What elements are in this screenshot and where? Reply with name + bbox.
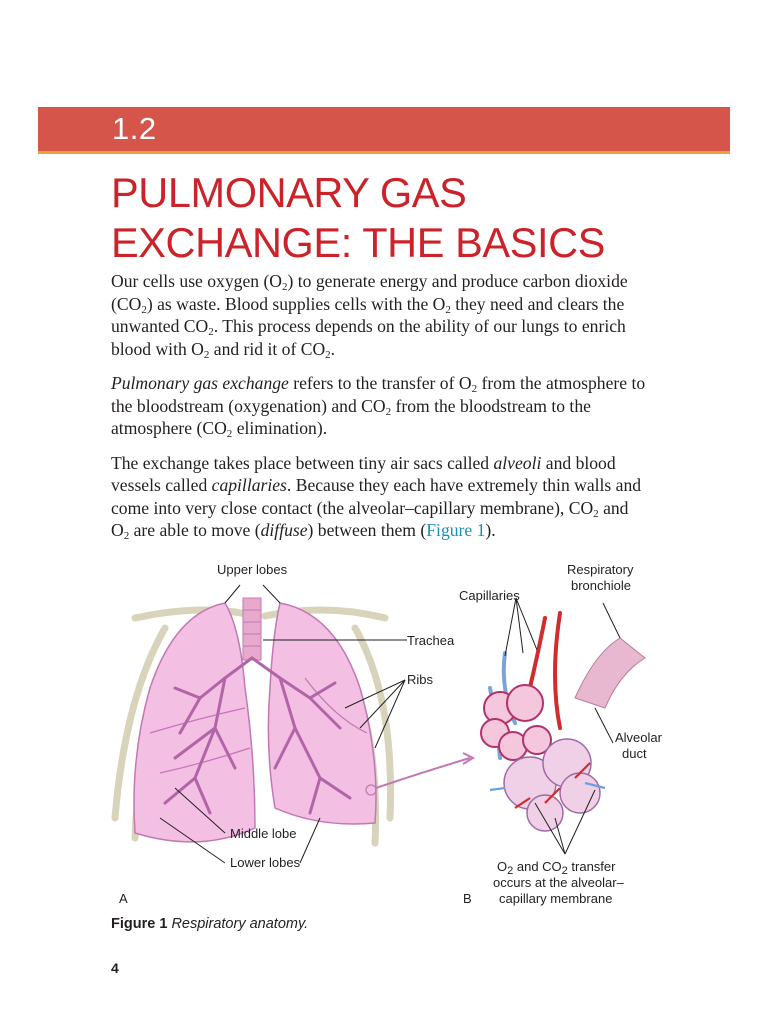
label-middle-lobe: Middle lobe (230, 826, 297, 841)
respiratory-anatomy-figure: Upper lobes Trachea Ribs Middle lobe Low… (105, 558, 705, 908)
label-panel-b: B (463, 891, 472, 906)
label-alveolar-duct-1: Alveolar (615, 730, 662, 745)
caption-text: Respiratory anatomy. (171, 916, 309, 932)
title-line-1: PULMONARY GAS (111, 169, 467, 216)
bronchial-tree (163, 656, 352, 815)
figure-1-link[interactable]: Figure 1 (426, 520, 486, 540)
label-trachea: Trachea (407, 633, 455, 648)
figure-caption: Figure 1 Respiratory anatomy. (111, 916, 308, 932)
term-pulmonary-gas-exchange: Pulmonary gas exchange (111, 373, 289, 393)
respiratory-bronchiole (574, 637, 646, 709)
trachea-illustration (242, 597, 262, 661)
label-capillaries: Capillaries (459, 588, 520, 603)
label-transfer-line-3: capillary membrane (499, 891, 613, 906)
section-banner: 1.2 (38, 107, 730, 154)
label-respiratory-bronchiole-1: Respiratory (567, 562, 634, 577)
gas-arrows (489, 762, 606, 809)
label-lower-lobes: Lower lobes (230, 855, 301, 870)
body-text: Our cells use oxygen (O2) to generate en… (111, 270, 651, 554)
title-line-2: EXCHANGE: THE BASICS (111, 219, 605, 266)
label-upper-lobes: Upper lobes (217, 562, 288, 577)
caption-label: Figure 1 (111, 916, 168, 932)
page-number: 4 (111, 960, 119, 976)
anatomy-illustration (111, 584, 646, 864)
label-panel-a: A (119, 891, 128, 906)
capillary-network (480, 684, 552, 761)
right-lung (267, 602, 377, 825)
label-respiratory-bronchiole-2: bronchiole (571, 578, 631, 593)
label-alveolar-duct-2: duct (622, 746, 647, 761)
page-title: PULMONARY GAS EXCHANGE: THE BASICS (111, 168, 751, 268)
section-number: 1.2 (112, 111, 157, 146)
paragraph-2: Pulmonary gas exchange refers to the tra… (111, 373, 646, 440)
left-lung (133, 602, 256, 843)
paragraph-1: Our cells use oxygen (O2) to generate en… (111, 271, 628, 361)
label-transfer-line-2: occurs at the alveolar– (493, 875, 624, 890)
label-o2-co2-transfer: O2 and CO2 transfer (497, 859, 616, 877)
label-ribs: Ribs (407, 672, 434, 687)
paragraph-3: The exchange takes place between tiny ai… (111, 452, 642, 542)
